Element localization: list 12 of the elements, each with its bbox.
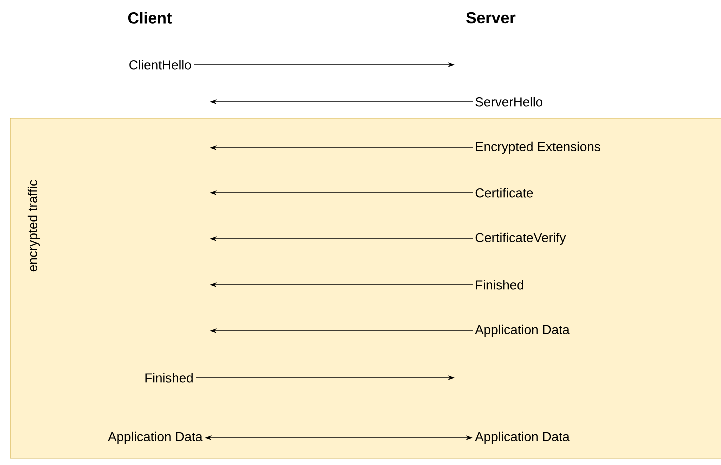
message-label: Finished	[146, 373, 193, 383]
column-heading: Server	[466, 12, 516, 24]
message-label: Finished	[476, 280, 524, 290]
message-label: Encrypted Extensions	[476, 142, 600, 154]
column-heading: Client	[128, 12, 172, 24]
message-label: ClientHello	[130, 60, 192, 70]
message-label: ServerHello	[476, 97, 543, 107]
message-label: CertificateVerify	[476, 232, 566, 246]
message-label: Application Data	[475, 432, 570, 444]
message-label: Application Data	[108, 432, 203, 444]
message-label: Certificate	[476, 188, 534, 198]
message-label: Application Data	[475, 324, 570, 338]
